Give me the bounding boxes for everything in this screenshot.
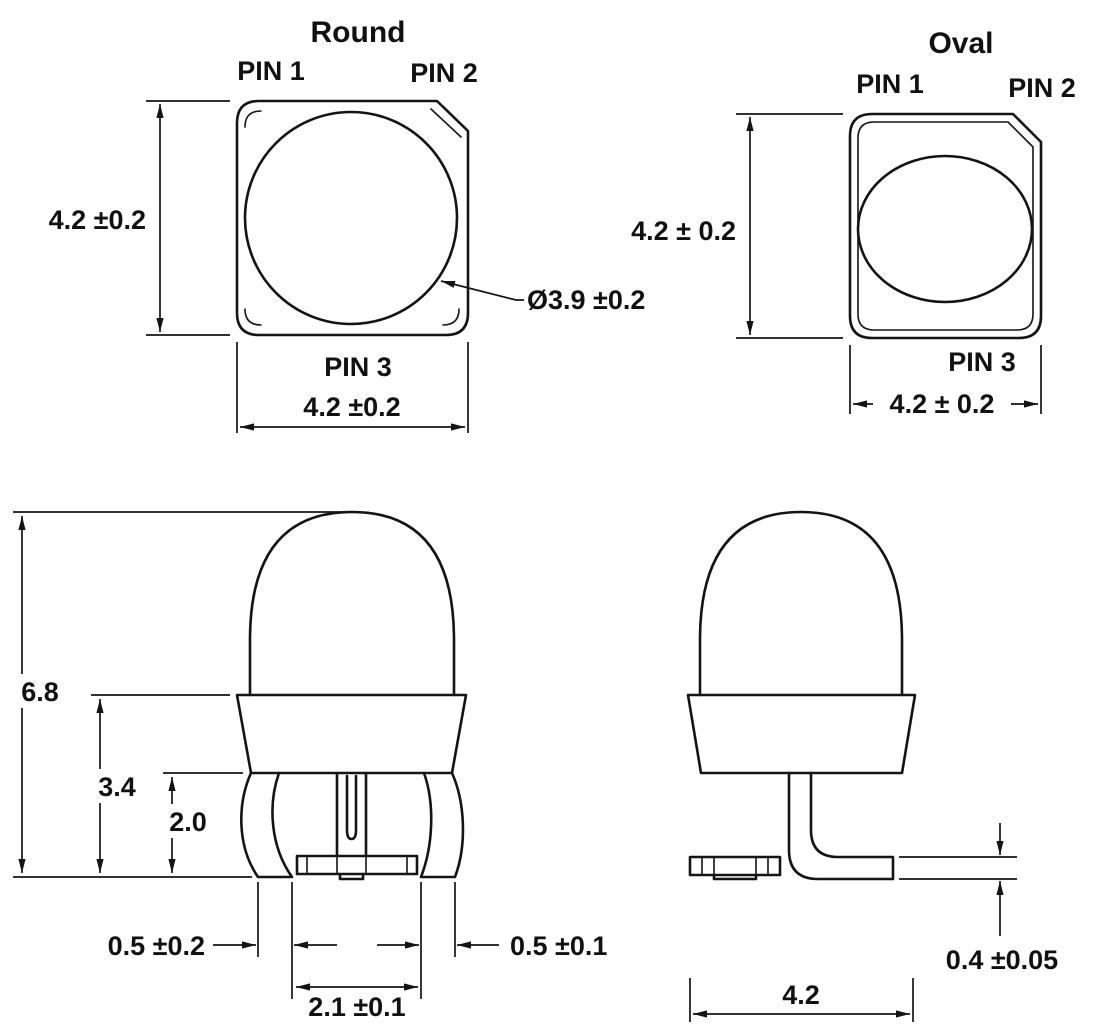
oval-pin1-label: PIN 1 [856,69,924,99]
profile-side-view: 0.4 ±0.05 4.2 [686,510,1058,1022]
front-dome-outline [248,510,456,697]
right-foot-width-dim: 0.5 ±0.1 [510,931,607,961]
label-backdrop [16,674,64,708]
round-pin1-label: PIN 1 [237,56,305,86]
body-height-dim: 3.4 [98,772,136,802]
front-right-claw-leg [419,771,465,879]
label-backdrop [161,804,215,838]
round-pin2-label: PIN 2 [410,58,478,88]
round-top-view: Round PIN 1 PIN 2 4.2 ±0.2 PIN 3 4.2 ±0.… [49,16,645,433]
round-package-outline [235,99,470,337]
lead-height-dim: 2.0 [169,807,207,837]
round-pin3-label: PIN 3 [324,352,392,382]
label-backdrop [873,388,1011,418]
oval-height-dim: 4.2 ± 0.2 [631,216,736,246]
front-left-claw-leg [240,771,294,879]
oval-width-dim: 4.2 ± 0.2 [890,389,995,419]
oval-package-inner-outline [857,121,1034,331]
profile-dome-outline [698,510,904,697]
round-lens-circle [243,110,459,326]
front-side-view: 6.8 3.4 2.0 0.5 ±0.2 0.5 ±0.1 2.1 ±0.1 [13,510,607,1022]
oval-pin3-label: PIN 3 [948,347,1016,377]
package-width-dim: 4.2 [782,980,820,1010]
label-backdrop [92,769,142,803]
oval-package-outline [848,112,1043,340]
profile-foot-pad-ticks [701,856,769,876]
front-flange-outline [235,693,468,775]
oval-title: Oval [928,27,993,60]
foot-thickness-dim: 0.4 ±0.05 [946,945,1058,975]
round-width-dim: 4.2 ±0.2 [303,392,400,422]
oval-pin2-label: PIN 2 [1008,73,1076,103]
profile-foot-pad [688,855,782,877]
front-foot-pad-ticks [306,855,408,875]
front-lead-slot [345,774,358,841]
profile-gullwing-lead [787,771,895,881]
pad-width-dim: 2.1 ±0.1 [308,992,405,1022]
profile-foot-tab [712,873,758,881]
round-lens-leader-line [440,280,524,301]
front-foot-tab [338,872,365,881]
left-foot-width-dim: 0.5 ±0.2 [108,931,205,961]
front-center-lead [335,771,368,858]
profile-flange-outline [686,693,917,775]
oval-lens-ellipse [856,154,1034,304]
front-foot-pad [295,854,419,876]
round-package-inner-corners [244,108,462,326]
total-height-dim: 6.8 [21,677,59,707]
round-title: Round [311,16,406,49]
round-lens-diameter-dim: Ø3.9 ±0.2 [527,285,645,315]
oval-top-view: Oval PIN 1 PIN 2 4.2 ± 0.2 PIN 3 4.2 ± 0… [631,27,1076,419]
round-height-dim: 4.2 ±0.2 [49,205,146,235]
